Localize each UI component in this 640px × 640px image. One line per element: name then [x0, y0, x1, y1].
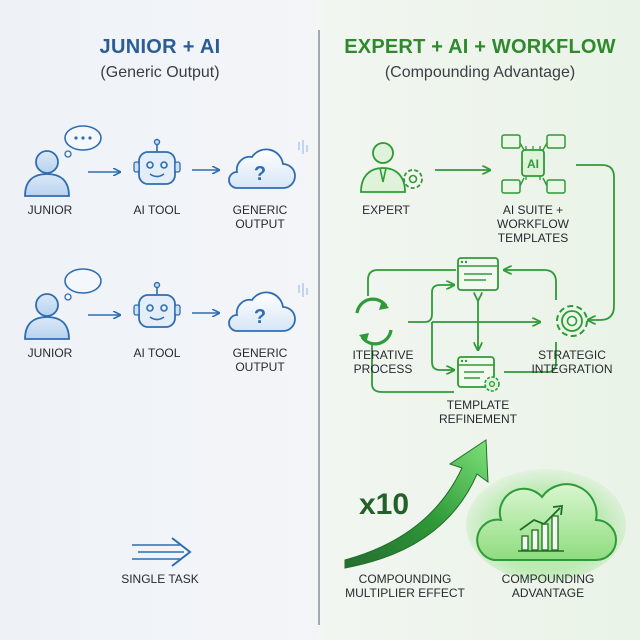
gear-icon	[556, 305, 588, 337]
left-row2-junior-label: JUNIOR	[27, 346, 73, 360]
line-document-to-cycle	[367, 269, 456, 296]
left-row2-tool-label: AI TOOL	[133, 346, 181, 360]
line-cycle-to-template	[371, 343, 454, 393]
document-gear-icon	[457, 356, 500, 392]
left-row2-output-label-1: GENERIC	[232, 346, 288, 360]
left-row1-output-label-1: GENERIC	[232, 203, 288, 217]
template-label-1: TEMPLATE	[446, 398, 510, 412]
double-arrow-icon	[132, 537, 192, 567]
suite-label-3: TEMPLATES	[497, 231, 569, 245]
person-thought-icon	[24, 125, 102, 197]
iterative-label-1: ITERATIVE	[352, 348, 414, 362]
suite-label-1: AI SUITE +	[502, 203, 564, 217]
multiplier-label-2: MULTIPLIER EFFECT	[345, 586, 465, 600]
expert-label: EXPERT	[362, 203, 410, 217]
person-thought-icon	[24, 268, 102, 340]
single-task-label: SINGLE TASK	[121, 572, 199, 586]
line-template-to-gear	[504, 342, 557, 373]
ai-suite-icon: AI	[501, 134, 566, 194]
arrow-cycle-to-template	[431, 322, 454, 370]
template-label-2: REFINEMENT	[439, 412, 517, 426]
robot-icon	[133, 138, 181, 185]
cloud-question-icon: ?	[228, 283, 308, 332]
advantage-label-2: ADVANTAGE	[511, 586, 585, 600]
cloud-question-icon: ?	[228, 140, 308, 189]
right-subtitle: (Compounding Advantage)	[384, 64, 576, 81]
right-title: EXPERT + AI + WORKFLOW	[344, 36, 616, 58]
growth-arrow-icon	[344, 439, 489, 569]
strategic-label-1: STRATEGIC	[538, 348, 606, 362]
left-row1-output-label-2: OUTPUT	[235, 217, 285, 231]
advantage-label-1: COMPOUNDING	[501, 572, 595, 586]
refresh-cycle-icon	[355, 297, 393, 346]
left-row1-tool-label: AI TOOL	[133, 203, 181, 217]
multiplier-label-1: COMPOUNDING	[358, 572, 452, 586]
arrow-gear-to-document	[504, 270, 557, 300]
cloud-chart-icon	[466, 469, 626, 581]
iterative-label-2: PROCESS	[353, 362, 413, 376]
left-subtitle: (Generic Output)	[100, 64, 220, 81]
left-row1-junior-label: JUNIOR	[27, 203, 73, 217]
arrow-cycle-to-document	[408, 285, 454, 323]
suite-label-2: WORKFLOW	[497, 217, 569, 231]
document-icon	[457, 257, 499, 291]
left-row2-output-label-2: OUTPUT	[235, 360, 285, 374]
robot-icon	[133, 281, 181, 328]
strategic-label-2: INTEGRATION	[531, 362, 613, 376]
arrow-suite-to-gear	[576, 164, 615, 320]
svg-text:?: ?	[254, 163, 266, 185]
multiplier-value: x10	[358, 488, 410, 521]
ai-chip-label: AI	[527, 157, 539, 171]
svg-text:?: ?	[254, 306, 266, 328]
expert-gear-icon	[360, 142, 423, 193]
left-title: JUNIOR + AI	[99, 36, 221, 58]
